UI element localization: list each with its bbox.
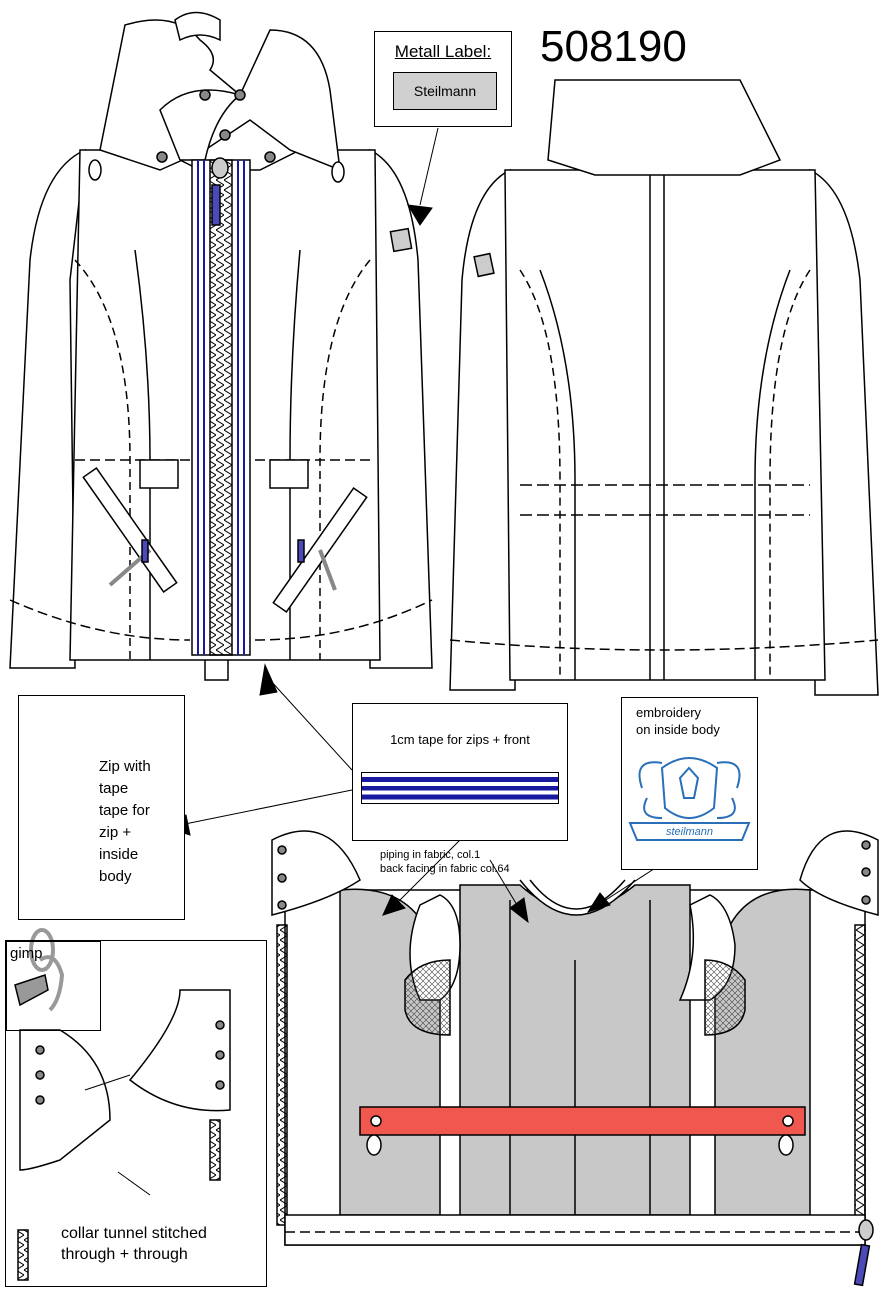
piping-note: piping in fabric, col.1 back facing in f… — [380, 848, 510, 876]
tape-caption: 1cm tape for zips + front — [390, 732, 530, 747]
front-left-sleeve — [9, 148, 86, 669]
embroidery-crest — [628, 757, 751, 841]
embroidery-line: embroidery — [636, 705, 702, 720]
back-left-sleeve — [449, 168, 516, 691]
zip-note-line: Zip with — [99, 758, 151, 775]
zip-note-line: zip + — [99, 824, 132, 841]
piping-note-line2: back facing in fabric col.64 — [380, 863, 510, 875]
collar-note-line2: through + through — [61, 1246, 188, 1263]
metal-label-brand: Steilmann — [413, 83, 477, 99]
zip-note-line: tape — [99, 780, 129, 797]
back-neck-facing — [519, 879, 636, 916]
embroidery-box: embroidery on inside body steilmann — [621, 697, 758, 870]
zip-note-box: Zip with tape tape for zip + inside body — [18, 695, 185, 920]
collar-note: collar tunnel stitched through + through — [61, 1223, 207, 1265]
back-right-sleeve — [809, 168, 879, 696]
front-zip-puller — [211, 184, 221, 226]
tape-swatch-box: 1cm tape for zips + front — [352, 703, 568, 841]
collar-note-line1: collar tunnel stitched — [61, 1225, 207, 1242]
embroidery-brand: steilmann — [665, 826, 714, 838]
back-view-jacket — [449, 79, 879, 696]
zip-note-line: tape for — [99, 802, 150, 819]
back-collar — [547, 79, 782, 176]
inside-body-drawing — [271, 830, 879, 1287]
zip-note-line: inside — [99, 846, 139, 863]
gimp-inset: gimp — [6, 941, 101, 1031]
hanger-tape — [359, 1106, 806, 1136]
embroidery-caption: embroidery on inside body — [636, 704, 720, 738]
front-metal-label-tab — [389, 227, 413, 253]
metal-label-plate: Steilmann — [393, 72, 497, 110]
front-view-jacket — [9, 11, 433, 681]
embroidery-line: on inside body — [636, 722, 720, 737]
zip-note-line: body — [99, 868, 132, 885]
metal-label-box: Metall Label: Steilmann — [374, 31, 512, 127]
style-number: 508190 — [540, 22, 687, 71]
zip-note-text: Zip with tape tape for zip + inside body — [99, 756, 151, 888]
piping-note-line1: piping in fabric, col.1 — [380, 849, 481, 861]
back-body — [504, 169, 826, 681]
gimp-label: gimp — [10, 945, 43, 962]
tape-swatch — [361, 772, 559, 804]
collar-tunnel-drawing — [14, 928, 231, 1281]
metal-label-title: Metall Label: — [394, 42, 492, 61]
callout-arrows — [84, 127, 661, 1196]
collar-detail-box: gimp collar tunnel stitched through + th… — [5, 940, 267, 1287]
